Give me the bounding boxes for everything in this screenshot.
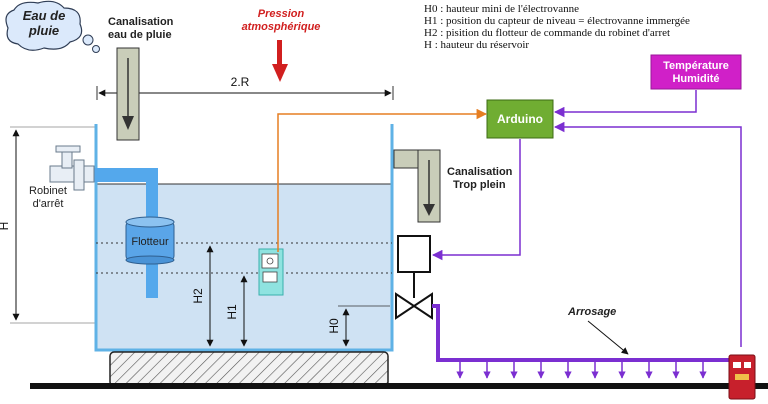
pressure-label-2: atmosphérique (242, 21, 321, 33)
tank-wall (94, 124, 394, 352)
watering-label: Arrosage (567, 306, 616, 318)
cloud: Eau de pluie (5, 0, 100, 53)
float-label: Flotteur (131, 236, 169, 248)
legend-h1: H1 : position du capteur de niveau = éle… (424, 15, 690, 27)
electrovalve-icon (395, 235, 433, 320)
dim-h2: H2 (191, 288, 205, 304)
float: Flotteur (125, 216, 175, 265)
cloud-line-1: Eau de (23, 8, 66, 23)
valve-control-wire (431, 139, 521, 261)
watering-pipe (432, 304, 732, 379)
cloud-line-2: pluie (28, 23, 59, 38)
dim-h: H (0, 222, 11, 231)
legend-h2: H2 : pisition du flotteur de commande du… (424, 27, 670, 39)
radius-label: 2.R (231, 75, 250, 89)
rain-pipe-label-2: eau de pluie (108, 29, 172, 41)
h2-dimension: H2 (191, 245, 214, 347)
tank-base (109, 351, 389, 387)
h0-dimension: H0 (327, 305, 390, 347)
dim-h0: H0 (327, 318, 341, 334)
temp-sensor-wire (553, 90, 697, 118)
h1-dimension: H1 (225, 275, 248, 347)
arduino-board: Arduino (486, 99, 554, 139)
overflow-label-1: Canalisation (447, 166, 513, 178)
stop-valve-icon (49, 145, 95, 191)
legend: H0 : hauteur mini de l'électrovanne H1 :… (424, 3, 690, 51)
sensor-wire (277, 108, 488, 252)
valve-label-2: d'arrêt (33, 198, 64, 210)
rain-pipe-label-1: Canalisation (108, 16, 174, 28)
legend-h: H : hauteur du réservoir (424, 39, 529, 51)
sensor-label-1: Température (663, 60, 729, 72)
valve-label-1: Robinet (29, 185, 67, 197)
rain-pipe (116, 47, 140, 141)
pressure-label-1: Pression (258, 8, 305, 20)
level-sensor-icon (258, 248, 284, 296)
dim-h1: H1 (225, 304, 239, 320)
height-dimension: H (0, 126, 95, 324)
ground (30, 383, 768, 389)
radius-dimension: 2.R (96, 75, 394, 100)
watering-pointer (587, 320, 629, 355)
overflow-pipe (393, 149, 441, 223)
overflow-label-2: Trop plein (453, 179, 506, 191)
legend-h0: H0 : hauteur mini de l'électrovanne (424, 3, 579, 15)
temp-humidity-sensor: Température Humidité (650, 54, 742, 90)
soil-sensor-icon (728, 354, 756, 400)
pressure-arrow (272, 40, 288, 82)
arduino-label: Arduino (497, 112, 543, 126)
watering-sensor-wire (553, 121, 742, 347)
sensor-label-2: Humidité (672, 73, 719, 85)
